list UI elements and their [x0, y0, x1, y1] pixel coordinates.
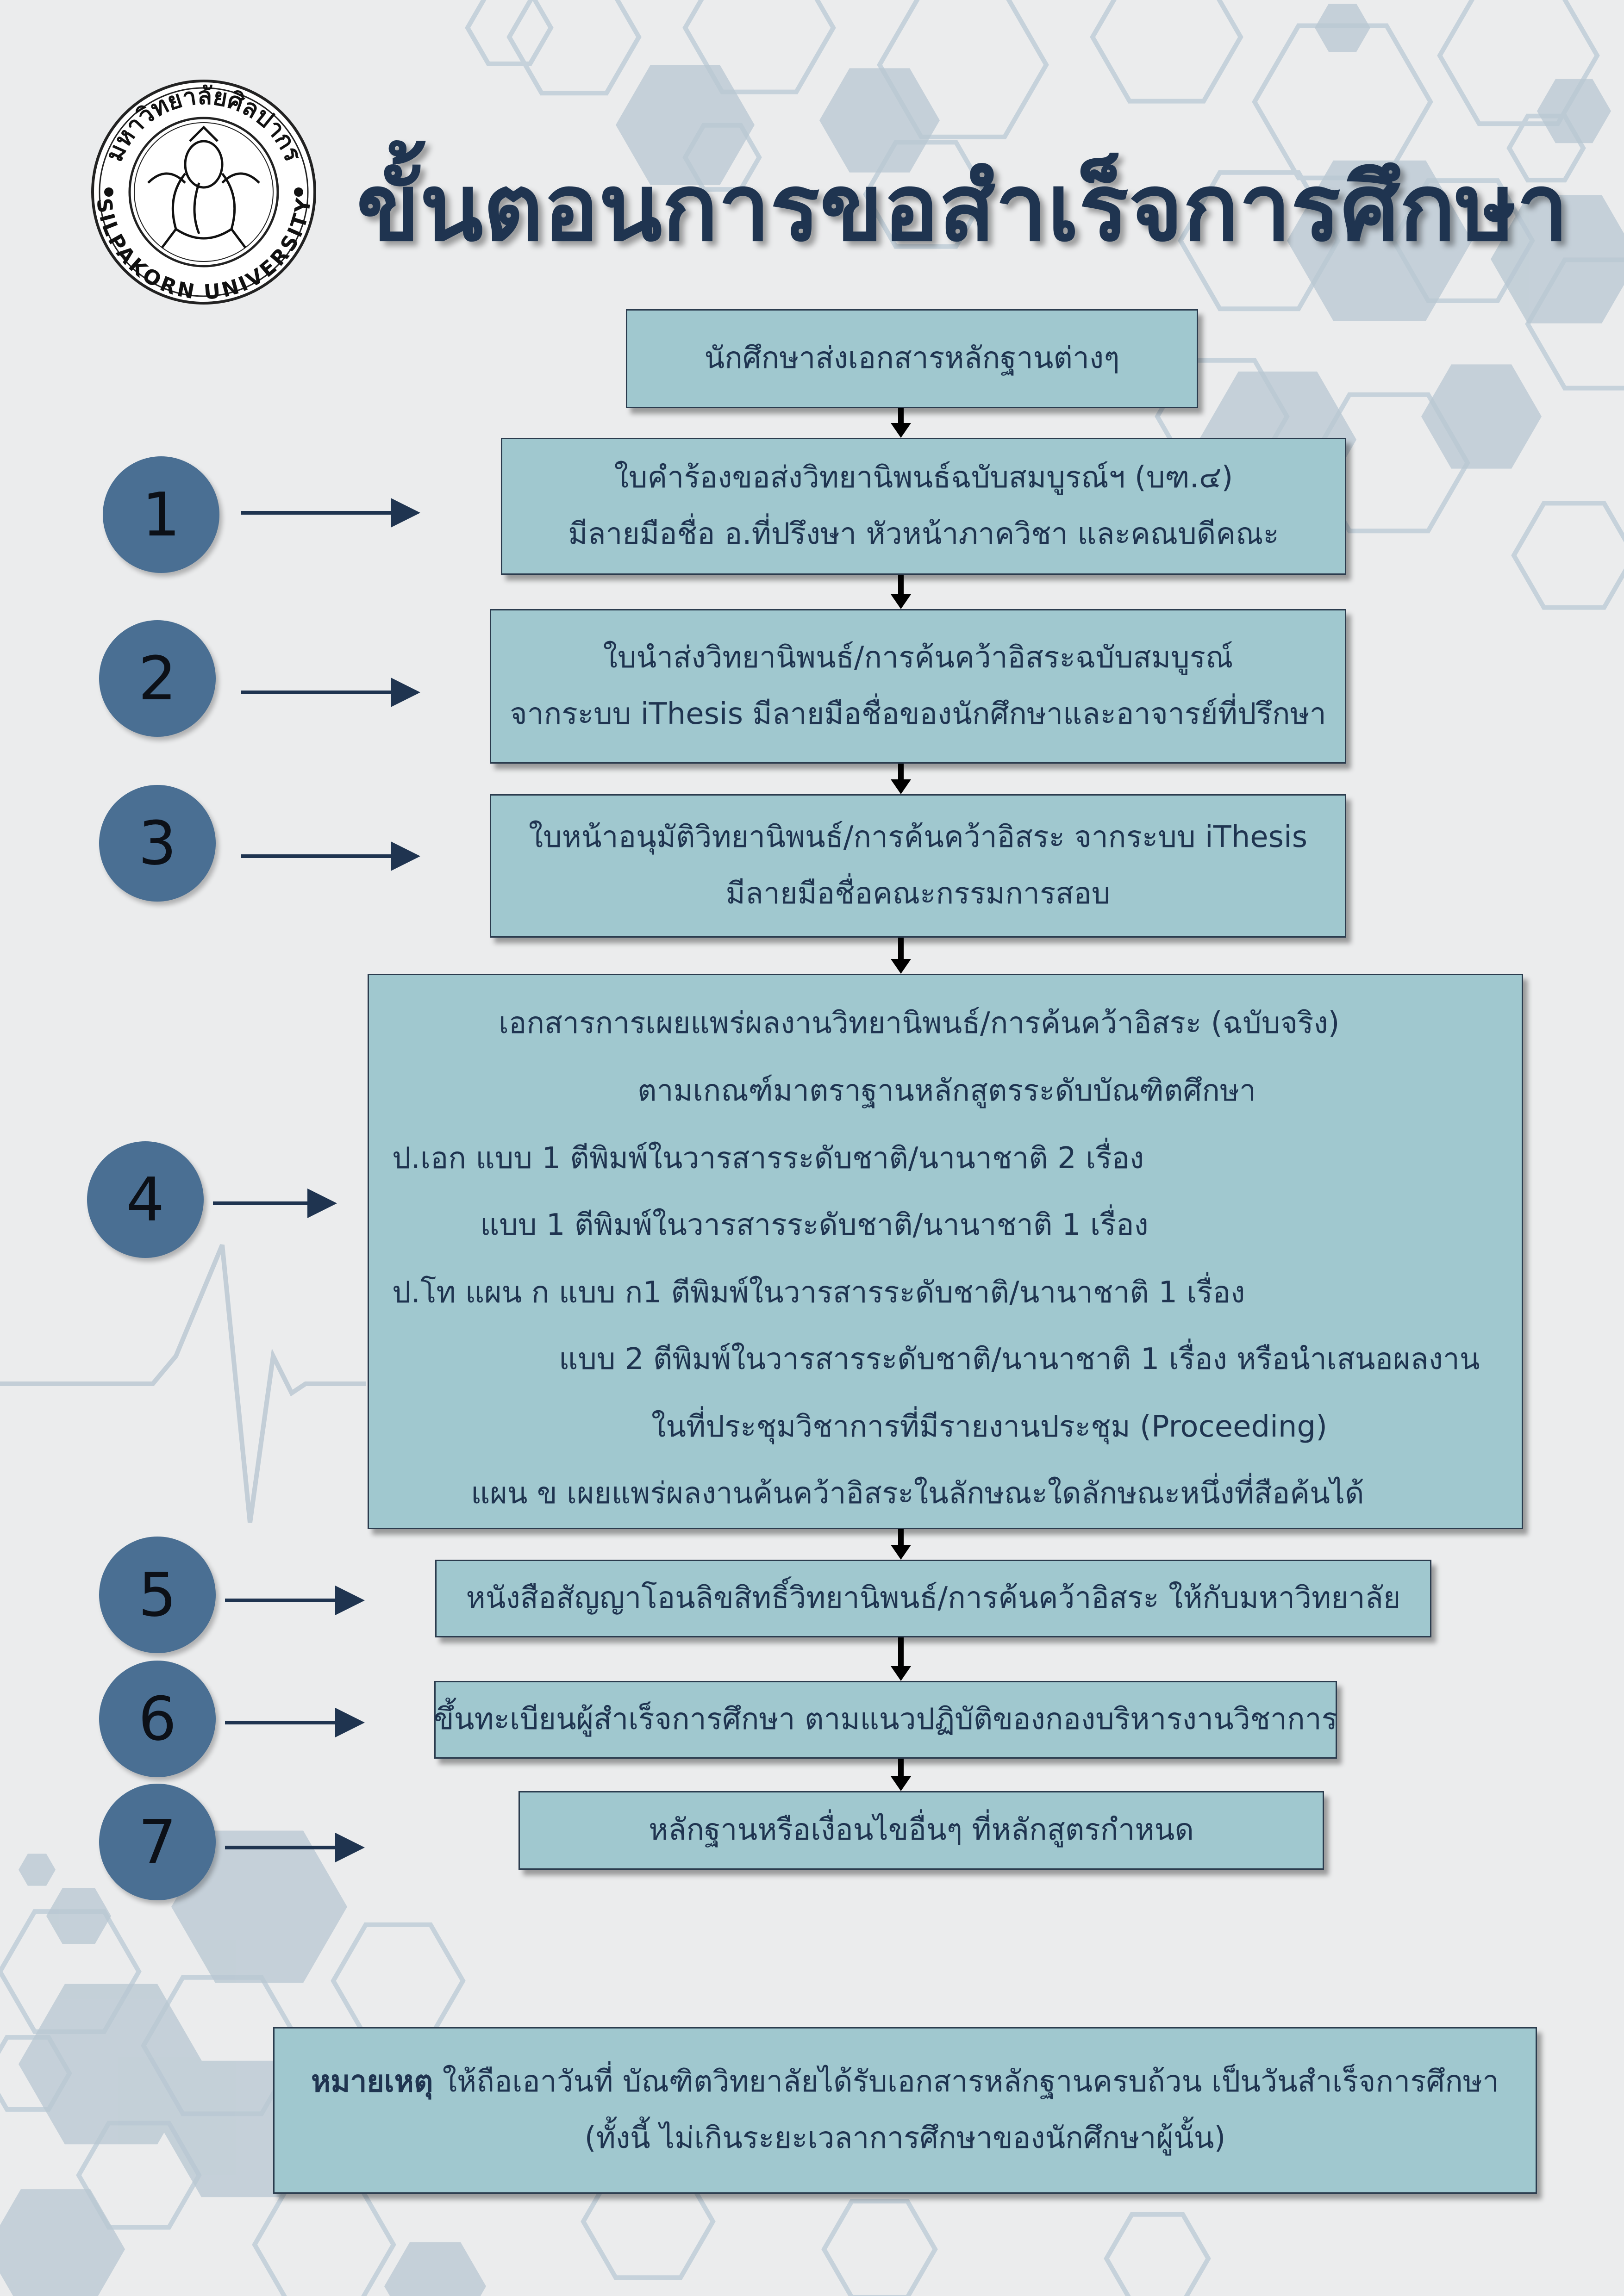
- step-number-1: 1: [103, 456, 219, 573]
- hexagon-filled: [616, 65, 755, 185]
- note-text-2: (ทั้งนี้ ไม่เกินระยะเวลาการศึกษาของนักศึ…: [584, 2121, 1226, 2155]
- university-logo: มหาวิทยาลัยศิลปากร SILPAKORN UNIVERSITY: [91, 80, 316, 305]
- step-7-line-1: หลักฐานหรือเงื่อนไขอื่นๆ ที่หลักสูตรกำหน…: [649, 1813, 1194, 1848]
- hexagon-filled: [46, 1888, 111, 1944]
- step-5-line-1: หนังสือสัญญาโอนลิขสิทธิ์วิทยานิพนธ์/การค…: [466, 1581, 1401, 1616]
- step-4-line-2: ตามเกณฑ์มาตราฐานหลักสูตรระดับบัณฑิตศึกษา: [637, 1074, 1256, 1108]
- hexagon-outline: [877, 0, 1049, 139]
- step-6-line-1: ขึ้นทะเบียนผู้สำเร็จการศึกษา ตามแนวปฏิบั…: [433, 1702, 1338, 1737]
- step-box-7: หลักฐานหรือเงื่อนไขอื่นๆ ที่หลักสูตรกำหน…: [518, 1791, 1324, 1870]
- step-number-3: 3: [99, 785, 216, 902]
- hexagon-outline: [1104, 2212, 1211, 2296]
- step-4-line-5: ป.โท แผน ก แบบ ก1 ตีพิมพ์ในวารสารระดับชา…: [392, 1276, 1245, 1310]
- step-4-line-3: ป.เอก แบบ 1 ตีพิมพ์ในวารสารระดับชาติ/นาน…: [392, 1141, 1144, 1176]
- step-4-line-4: แบบ 1 ตีพิมพ์ในวารสารระดับชาติ/นานาชาติ …: [480, 1208, 1149, 1242]
- hexagon-filled: [1537, 79, 1611, 143]
- step-3-line-2: มีลายมือชื่อคณะกรรมการสอบ: [725, 877, 1111, 911]
- flow-arrow-head: [891, 959, 911, 974]
- hexagon-filled: [19, 1854, 56, 1886]
- hexagon-filled: [819, 68, 940, 173]
- note-label: หมายเหตุ: [311, 2065, 433, 2099]
- hexagon-outline: [1511, 501, 1624, 610]
- hexagon-filled: [171, 1830, 347, 1983]
- hexagon-outline: [1090, 0, 1243, 104]
- step-4-line-6: แบบ 2 ตีพิมพ์ในวารสารระดับชาติ/นานาชาติ …: [559, 1342, 1480, 1376]
- note-text-1: ให้ถือเอาวันที่ บัณฑิตวิทยาลัยได้รับเอกส…: [442, 2065, 1499, 2099]
- hexagon-outline: [465, 0, 554, 66]
- step-arrows: [213, 498, 420, 1862]
- hexagon-filled: [384, 2242, 486, 2296]
- hexagon-filled: [1491, 195, 1624, 324]
- hexagon-outline: [821, 2199, 938, 2296]
- hexagon-fill-pattern: [0, 4, 1624, 2296]
- step-4-line-1: เอกสารการเผยแพร่ผลงานวิทยานิพนธ์/การค้นค…: [499, 1006, 1340, 1040]
- step-box-1: ใบคำร้องขอส่งวิทยานิพนธ์ฉบับสมบูรณ์ฯ (บฑ…: [501, 438, 1346, 575]
- flow-arrow-head: [891, 779, 911, 794]
- step-number-6: 6: [99, 1661, 216, 1777]
- step-number-5: 5: [99, 1537, 216, 1653]
- step-box-2: ใบนำส่งวิทยานิพนธ์/การค้นคว้าอิสระฉบับสม…: [490, 609, 1346, 764]
- step-box-6: ขึ้นทะเบียนผู้สำเร็จการศึกษา ตามแนวปฏิบั…: [434, 1681, 1337, 1759]
- step-box-3: ใบหน้าอนุมัติวิทยานิพนธ์/การค้นคว้าอิสระ…: [490, 794, 1346, 938]
- flow-arrow-head: [891, 1776, 911, 1791]
- hexagon-filled: [1287, 160, 1472, 321]
- hexagon-outline: [331, 1922, 466, 2040]
- flow-connectors: [891, 408, 911, 1791]
- hexagon-filled: [19, 1984, 204, 2145]
- hexagon-outline: [863, 140, 989, 249]
- page-title: ขั้นตอนการขอสำเร็จการศึกษา: [356, 154, 1569, 262]
- note-box: หมายเหตุ ให้ถือเอาวันที่ บัณฑิตวิทยาลัยไ…: [273, 2027, 1537, 2194]
- hexagon-outline: [506, 0, 642, 96]
- step-box-4: เอกสารการเผยแพร่ผลงานวิทยานิพนธ์/การค้นค…: [368, 974, 1523, 1529]
- hexagon-filled: [0, 2189, 125, 2296]
- hexagon-filled: [1421, 364, 1542, 469]
- step-box-5: หนังสือสัญญาโอนลิขสิทธิ์วิทยานิพนธ์/การค…: [435, 1560, 1431, 1637]
- flow-arrow-head: [891, 1666, 911, 1681]
- step-2-line-1: ใบนำส่งวิทยานิพนธ์/การค้นคว้าอิสระฉบับสม…: [603, 641, 1233, 675]
- hexagon-outline: [1525, 257, 1624, 391]
- step-1-line-2: มีลายมือชื่อ อ.ที่ปรึงษา หัวหน้าภาควิชา …: [568, 517, 1279, 551]
- step-number-7: 7: [99, 1784, 216, 1900]
- start-box-text: นักศึกษาส่งเอกสารหลักฐานต่างๆ: [704, 341, 1120, 376]
- step-4-line-7: ในที่ประชุมวิชาการที่มีรายงานประชุม (Pro…: [651, 1410, 1328, 1444]
- flow-arrow-head: [891, 423, 911, 438]
- step-1-line-1: ใบคำร้องขอส่งวิทยานิพนธ์ฉบับสมบูรณ์ฯ (บฑ…: [614, 460, 1233, 495]
- step-number-4: 4: [87, 1141, 204, 1258]
- step-4-line-8: แผน ข เผยแพร่ผลงานค้นคว้าอิสระในลักษณะใด…: [471, 1476, 1364, 1511]
- step-3-line-1: ใบหน้าอนุมัติวิทยานิพนธ์/การค้นคว้าอิสระ…: [528, 820, 1308, 855]
- note-line-1: หมายเหตุ ให้ถือเอาวันที่ บัณฑิตวิทยาลัยไ…: [311, 2054, 1499, 2110]
- hexagon-outline: [682, 0, 836, 94]
- hexagon-outline: [1178, 170, 1341, 311]
- hexagon-outline: [252, 2182, 396, 2296]
- hexagon-filled: [1315, 4, 1370, 52]
- step-2-line-2: จากระบบ iThesis มีลายมือชื่อของนักศึกษาแ…: [510, 697, 1326, 731]
- pulse-line: [0, 1244, 366, 1523]
- flow-arrow-head: [891, 594, 911, 609]
- flow-arrow-head: [891, 1545, 911, 1560]
- start-box: นักศึกษาส่งเอกสารหลักฐานต่างๆ: [626, 309, 1198, 408]
- step-number-2: 2: [99, 620, 216, 737]
